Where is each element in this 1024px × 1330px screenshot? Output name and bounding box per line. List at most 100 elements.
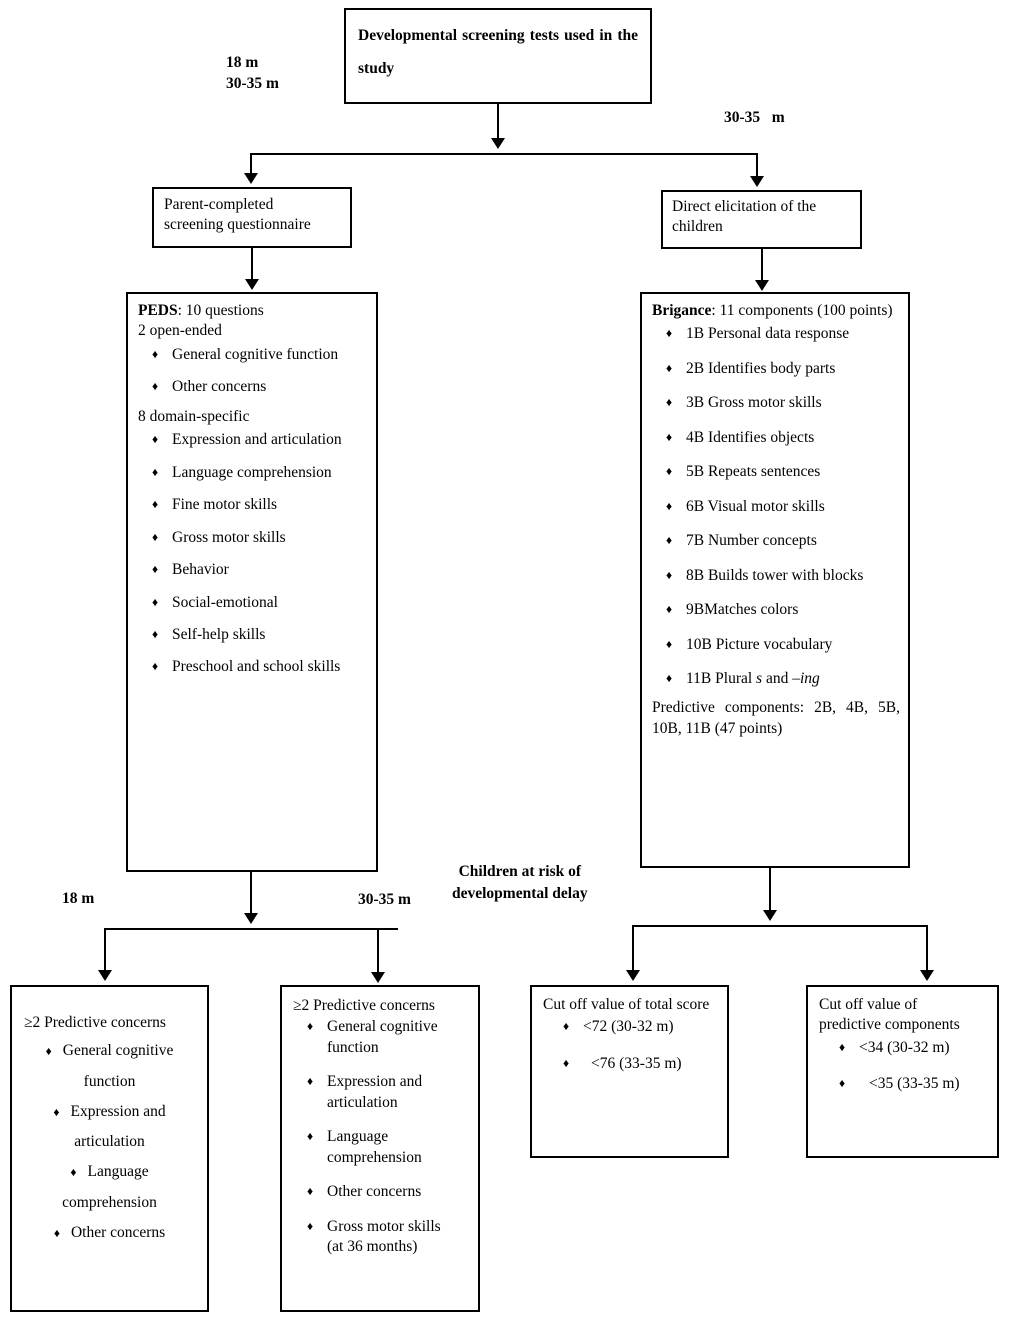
outcome-mid-item-text: Expression and articulation [327, 1073, 423, 1111]
list-item: 11B Plural s and –ing [652, 669, 900, 689]
arrow-to-cutoff-predictive [920, 970, 934, 981]
box-cutoff-total: Cut off value of total score <72 (30-32 … [530, 985, 729, 1158]
connector-split-top [250, 153, 758, 155]
outcome-left-list: General cognitive function Expression an… [24, 1039, 195, 1244]
outcome-mid-item-text: Other concerns [327, 1183, 422, 1201]
list-item: Expression and articulation [293, 1072, 468, 1113]
list-item: Language [24, 1160, 195, 1183]
list-item: 5B Repeats sentences [652, 462, 900, 482]
arrow-brigance-down [763, 910, 777, 921]
brigance-list: 1B Personal data response 2B Identifies … [652, 324, 900, 689]
brigance-item-text: 4B Identifies objects [686, 428, 815, 446]
box-outcome-left: ≥2 Predictive concerns General cognitive… [10, 985, 209, 1312]
peds-item-text: Social-emotional [172, 593, 278, 611]
brigance-item-text: 9BMatches colors [686, 601, 799, 619]
list-item: Fine motor skills [138, 495, 370, 515]
connector-direct-to-brigance [761, 249, 763, 282]
box-outcome-mid: ≥2 Predictive concerns General cognitive… [280, 985, 480, 1312]
box-brigance: Brigance: 11 components (100 points) 1B … [640, 292, 910, 868]
outcome-left-item-text: Language [87, 1163, 149, 1181]
list-item-cont: articulation [24, 1130, 195, 1153]
brigance-item-text: 6B Visual motor skills [686, 497, 825, 515]
list-item: 9BMatches colors [652, 600, 900, 620]
list-item: Gross motor skills [138, 528, 370, 548]
brigance-item-11-mid: and [762, 669, 793, 687]
connector-peds-split [104, 928, 398, 930]
list-item: Expression and [24, 1100, 195, 1123]
cutoff-total-item-text: <76 (33-35 m) [591, 1054, 682, 1072]
peds-item-text: Self-help skills [172, 625, 266, 643]
list-item: <35 (33-35 m) [819, 1074, 987, 1094]
peds-item-text: General cognitive function [172, 345, 339, 363]
box-peds: PEDS: 10 questions 2 open-ended General … [126, 292, 378, 872]
outcome-left-item-text: comprehension [62, 1193, 157, 1211]
edge-label-mid-left: 18 m [62, 890, 95, 907]
arrow-to-outcome-left [98, 970, 112, 981]
box-title: Developmental screening tests used in th… [344, 8, 652, 104]
peds-item-text: Preschool and school skills [172, 658, 341, 676]
outcome-left-item-text: General cognitive [62, 1042, 174, 1060]
peds-list-open-ended: General cognitive function Other concern… [138, 345, 370, 398]
connector-parent-to-peds [251, 248, 253, 281]
list-item: 3B Gross motor skills [652, 393, 900, 413]
list-item: Gross motor skills (at 36 months) [293, 1217, 468, 1258]
outcome-mid-heading: ≥2 Predictive concerns [293, 996, 468, 1016]
list-item: <72 (30-32 m) [543, 1017, 716, 1037]
list-item: Language comprehension [138, 463, 370, 483]
brigance-footer: Predictive components: 2B, 4B, 5B, 10B, … [652, 699, 900, 737]
connector-brigance-split-left [632, 925, 634, 972]
arrow-to-cutoff-total [626, 970, 640, 981]
list-item: General cognitive function [293, 1017, 468, 1058]
connector-peds-split-left [104, 928, 106, 972]
brigance-title: Brigance: 11 components (100 points) [652, 301, 900, 321]
cutoff-predictive-item-text: <35 (33-35 m) [869, 1075, 960, 1093]
list-item: Self-help skills [138, 625, 370, 645]
brigance-item-text: 5B Repeats sentences [686, 463, 821, 481]
edge-label-top-left: 18 m 30-35 m [226, 54, 279, 92]
list-item-cont: comprehension [24, 1191, 195, 1214]
connector-brigance-split [632, 925, 928, 927]
peds-title-bold: PEDS [138, 302, 178, 319]
list-item: Other concerns [293, 1182, 468, 1202]
list-item: 4B Identifies objects [652, 428, 900, 448]
list-item: Expression and articulation [138, 430, 370, 450]
list-item: 10B Picture vocabulary [652, 635, 900, 655]
cutoff-total-heading: Cut off value of total score [543, 996, 710, 1013]
arrow-direct-to-brigance [755, 280, 769, 291]
outcome-left-heading-text: Predictive concerns [40, 1014, 166, 1031]
cutoff-predictive-list: <34 (30-32 m) <35 (33-35 m) [819, 1038, 987, 1095]
outcome-mid-list: General cognitive function Expression an… [293, 1017, 468, 1257]
brigance-item-text: 7B Number concepts [686, 532, 817, 550]
list-item: <76 (33-35 m) [543, 1054, 716, 1074]
outcome-mid-item-text: Language comprehension [327, 1128, 422, 1166]
brigance-title-rest: : 11 components (100 points) [711, 302, 893, 319]
peds-item-text: Other concerns [172, 378, 267, 396]
box-parent-completed: Parent-completed screening questionnaire [152, 187, 352, 248]
connector-split-top-left [250, 153, 252, 173]
brigance-item-text: 1B Personal data response [686, 325, 850, 343]
peds-item-text: Behavior [172, 561, 229, 579]
arrow-to-direct-box [750, 176, 764, 187]
peds-title: PEDS: 10 questions [138, 301, 370, 321]
list-item: Other concerns [138, 377, 370, 397]
arrow-to-outcome-mid [371, 972, 385, 983]
connector-brigance-split-right [926, 925, 928, 972]
list-item: 6B Visual motor skills [652, 497, 900, 517]
connector-peds-down [250, 871, 252, 915]
outcome-left-item-text: Other concerns [70, 1223, 166, 1241]
arrow-to-parent-box [244, 173, 258, 184]
brigance-item-text: 3B Gross motor skills [686, 394, 822, 412]
list-item-cont: function [24, 1070, 195, 1093]
brigance-item-11-pre: 11B Plural [686, 669, 757, 687]
outcome-left-heading: ≥2 Predictive concerns [24, 1013, 195, 1033]
brigance-item-text: 8B Builds tower with blocks [686, 566, 864, 584]
connector-brigance-down [769, 868, 771, 912]
list-item: General cognitive [24, 1039, 195, 1062]
edge-label-top-right: 30-35 m [724, 109, 785, 126]
cutoff-predictive-item-text: <34 (30-32 m) [859, 1038, 950, 1056]
list-item: Behavior [138, 560, 370, 580]
peds-subhead-2: 8 domain-specific [138, 407, 250, 425]
outcome-left-item-text: Expression and [70, 1102, 166, 1120]
peds-item-text: Fine motor skills [172, 496, 278, 514]
